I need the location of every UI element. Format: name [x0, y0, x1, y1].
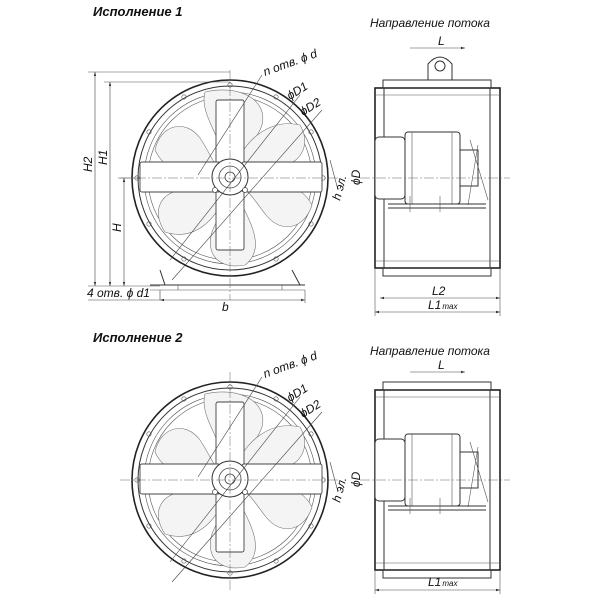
flow-direction-1: Направление потока [370, 16, 490, 30]
fan-side-view-1 [360, 46, 510, 277]
label-L2-1: L2 [432, 284, 446, 298]
fan-front-view-1 [120, 70, 340, 300]
dimensions-side-1 [374, 268, 501, 316]
flow-direction-2: Направление потока [370, 344, 490, 358]
label-h-el-1: h эл. [329, 173, 349, 201]
label-h-el-2: h эл. [329, 475, 349, 503]
label-D2-1: ϕD2 [297, 95, 323, 119]
variant-1: Исполнение 1 [81, 4, 510, 316]
variant-2: Исполнение 2 [93, 330, 510, 594]
label-n-holes-2: n отв. ϕ d [261, 348, 319, 381]
label-D2-2: ϕD2 [297, 397, 323, 421]
variant-2-title: Исполнение 2 [93, 330, 183, 345]
variant-1-title: Исполнение 1 [93, 4, 183, 19]
label-D-1: ϕD [349, 169, 363, 185]
fan-side-view-2 [360, 370, 510, 579]
label-H2-1: H2 [81, 156, 95, 172]
label-holes-d1-1: 4 отв. ϕ d1 [87, 286, 150, 300]
label-L-2: L [438, 358, 445, 372]
label-L1-2: L1max [428, 575, 458, 589]
dimensions-side-2 [374, 570, 501, 594]
label-b-1: b [222, 300, 229, 314]
label-D-2: ϕD [349, 471, 363, 487]
label-n-holes-1: n отв. ϕ d [261, 46, 319, 79]
label-H1-1: H1 [96, 150, 110, 165]
label-H-1: H [110, 223, 124, 232]
label-L1-1: L1max [428, 298, 458, 312]
fan-front-view-2 [120, 372, 340, 590]
dimensions-left-1 [88, 71, 306, 303]
label-L-1: L [438, 34, 445, 48]
